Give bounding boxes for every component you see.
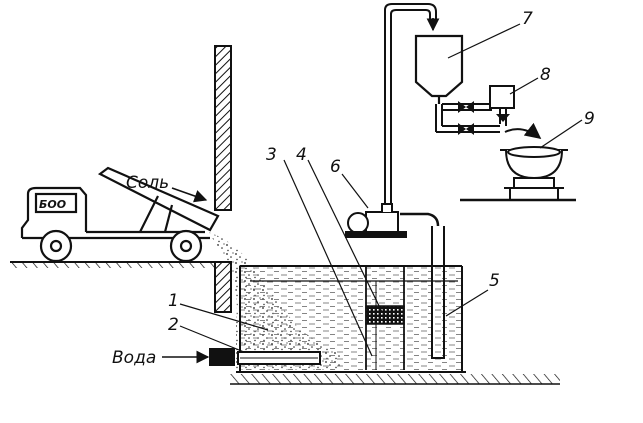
- valve-lower: [458, 123, 474, 135]
- water-label: Вода: [112, 348, 156, 368]
- label-9: 9: [584, 109, 595, 129]
- label-2: 2: [168, 315, 179, 335]
- label-5: 5: [489, 271, 500, 291]
- ground-bottom: [230, 374, 560, 385]
- distribution-piping: [435, 103, 507, 133]
- ground-left: [10, 261, 215, 268]
- retaining-wall: [214, 45, 232, 313]
- leader-lines: [179, 23, 583, 357]
- label-3: 3: [266, 145, 277, 165]
- brine-intake-pipe: [400, 212, 445, 359]
- label-4: 4: [296, 145, 307, 165]
- truck-plate: БОО: [39, 198, 66, 211]
- valve-right: [496, 114, 510, 122]
- water-inlet: [209, 348, 321, 366]
- dosing-device: [489, 85, 515, 109]
- label-6: 6: [330, 157, 341, 177]
- valve-upper: [458, 101, 474, 113]
- delivery-pipe: [384, 3, 437, 204]
- label-7: 7: [522, 9, 533, 29]
- cooking-vessel: [460, 146, 576, 202]
- salt-label: Соль: [126, 173, 169, 193]
- flow-arrow-pan: [504, 122, 542, 139]
- brine-tank: [414, 34, 464, 104]
- pump: [345, 203, 407, 238]
- label-1: 1: [168, 291, 179, 311]
- dump-truck: [20, 166, 220, 263]
- label-8: 8: [540, 65, 551, 85]
- filter-partition: [365, 266, 405, 370]
- salt-arrow: [171, 187, 208, 203]
